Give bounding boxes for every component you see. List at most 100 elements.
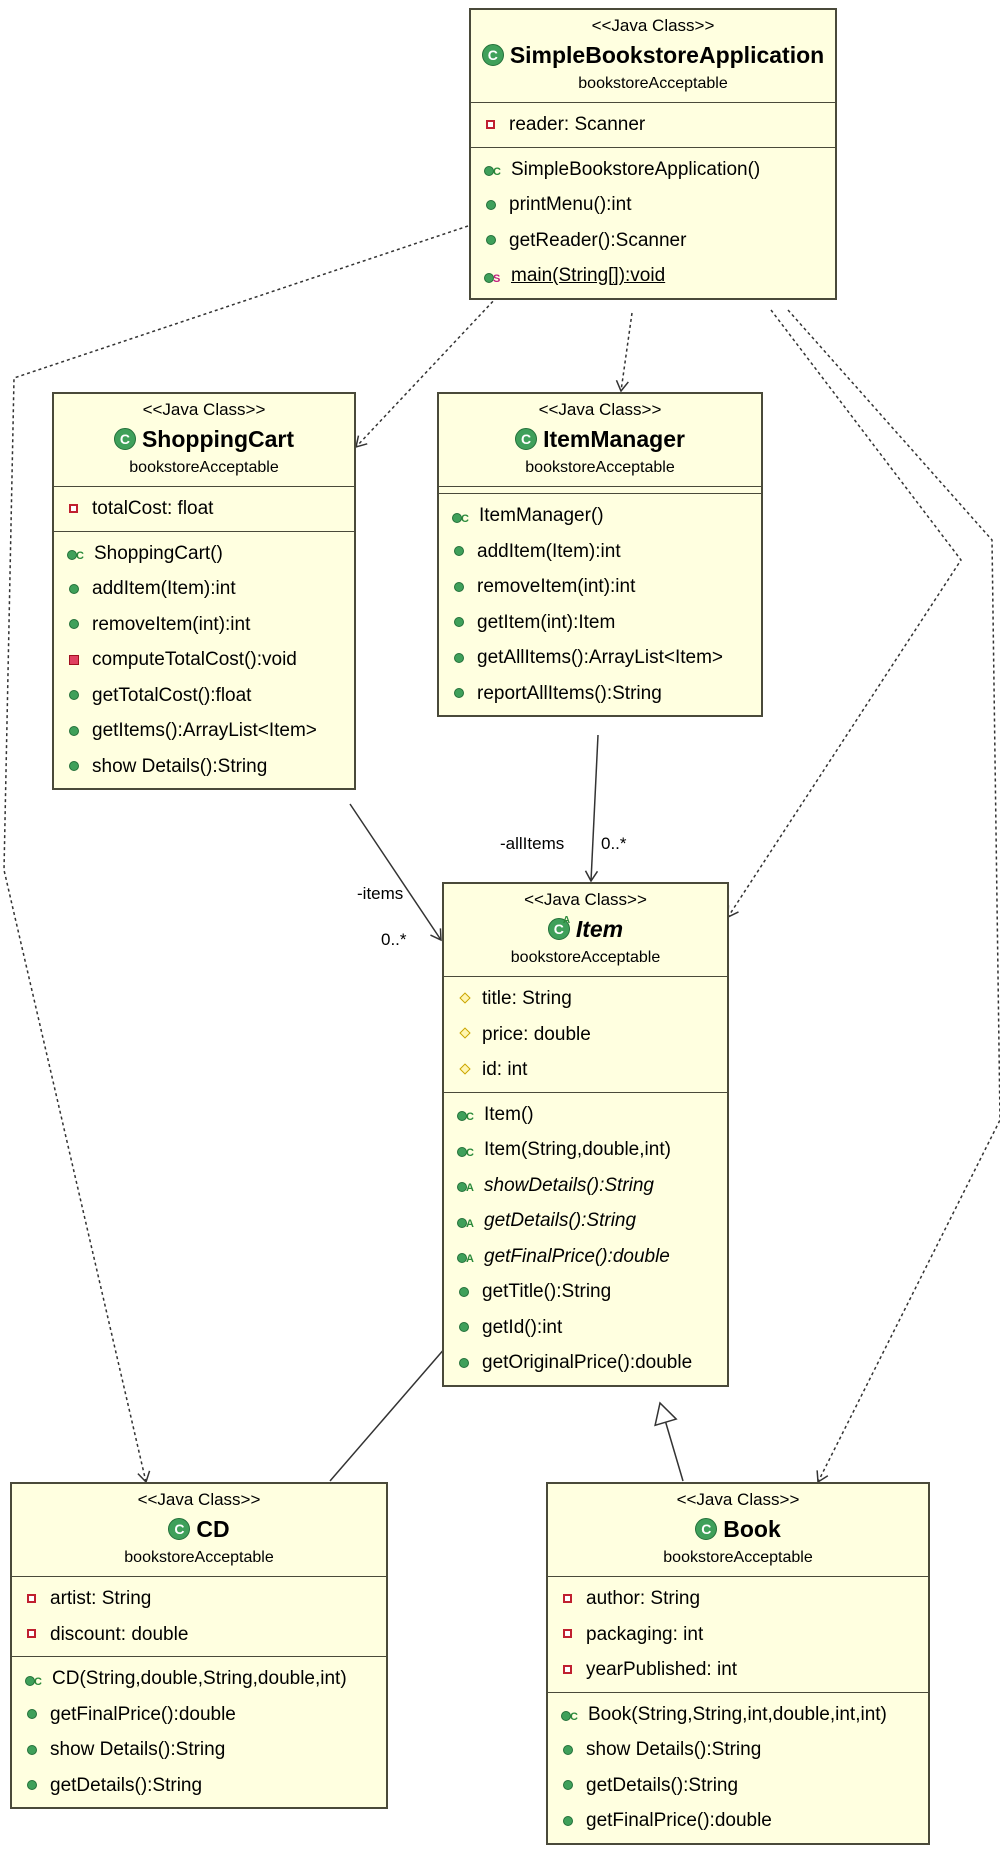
fields-section: author: String packaging: int yearPublis… [548, 1577, 928, 1693]
method-row: getFinalPrice():double [444, 1239, 727, 1278]
dependency-app-to-manager [615, 312, 633, 393]
fields-section [439, 487, 761, 494]
generalization-book-to-item [654, 1401, 684, 1482]
association-cart-items [349, 803, 442, 942]
constructor-icon [560, 1700, 584, 1736]
private-field-icon [560, 1662, 582, 1678]
public-method-icon [560, 1813, 582, 1829]
constructor-icon [451, 502, 475, 537]
methods-section: Book(String,String,int,double,int,int) s… [548, 1693, 928, 1843]
abstract-method-icon [456, 1171, 480, 1207]
abstract-method-icon [456, 1207, 480, 1242]
allitems-multiplicity-label: 0..* [601, 834, 627, 853]
package-label: bookstoreAcceptable [525, 459, 675, 476]
class-icon: C [113, 428, 136, 450]
stereotype-label: <<Java Class>> [676, 1490, 800, 1509]
method-row: getId():int [444, 1310, 727, 1346]
methods-section: ShoppingCart() addItem(Item):int removeI… [54, 532, 354, 789]
protected-field-icon [456, 991, 478, 1007]
method-row: printMenu():int [471, 187, 835, 223]
field-row: yearPublished: int [548, 1652, 928, 1688]
public-method-icon [24, 1706, 46, 1722]
public-method-icon [24, 1777, 46, 1793]
static-method-icon [483, 262, 507, 297]
method-row: getOriginalPrice():double [444, 1345, 727, 1381]
methods-section: ItemManager() addItem(Item):int removeIt… [439, 494, 761, 715]
method-row: show Details():String [54, 749, 354, 785]
method-row: getFinalPrice():double [548, 1803, 928, 1839]
field-row: author: String [548, 1581, 928, 1617]
stereotype-label: <<Java Class>> [142, 400, 266, 419]
fields-section: title: String price: double id: int [444, 977, 727, 1093]
fields-section: reader: Scanner [471, 103, 835, 148]
method-row: ShoppingCart() [54, 536, 354, 575]
public-method-icon [24, 1742, 46, 1758]
method-row: show Details():String [12, 1732, 386, 1768]
class-icon: C [481, 44, 504, 66]
public-method-icon [451, 685, 473, 701]
method-row: getAllItems():ArrayList<Item> [439, 640, 761, 676]
method-row: getDetails():String [12, 1768, 386, 1804]
package-label: bookstoreAcceptable [663, 1549, 813, 1566]
package-label: bookstoreAcceptable [578, 75, 728, 92]
method-row: Item(String,double,int) [444, 1132, 727, 1171]
public-method-icon [451, 650, 473, 666]
items-role-label: -items [357, 884, 404, 903]
abstract-method-icon [456, 1242, 480, 1278]
stereotype-label: <<Java Class>> [538, 400, 662, 419]
methods-section: Item() Item(String,double,int) showDetai… [444, 1093, 727, 1385]
method-row: show Details():String [548, 1732, 928, 1768]
method-row: main(String[]):void [471, 258, 835, 297]
method-row: getTitle():String [444, 1274, 727, 1310]
method-row: getFinalPrice():double [12, 1697, 386, 1733]
package-label: bookstoreAcceptable [124, 1549, 274, 1566]
public-method-icon [451, 579, 473, 595]
public-method-icon [456, 1355, 478, 1371]
public-method-icon [560, 1742, 582, 1758]
private-field-icon [483, 117, 505, 133]
allitems-role-label: -allItems [500, 834, 565, 853]
public-method-icon [451, 543, 473, 559]
method-row: removeItem(int):int [439, 569, 761, 605]
fields-section: artist: String discount: double [12, 1577, 386, 1657]
association-manager-allitems [584, 734, 599, 883]
dependency-app-to-cart [355, 296, 498, 449]
private-method-icon [66, 652, 88, 668]
items-multiplicity-label: 0..* [381, 930, 407, 949]
private-field-icon [560, 1591, 582, 1607]
field-row: title: String [444, 981, 727, 1017]
public-method-icon [456, 1284, 478, 1300]
field-row: artist: String [12, 1581, 386, 1617]
class-icon: C [515, 428, 538, 450]
method-row: removeItem(int):int [54, 607, 354, 643]
private-field-icon [24, 1626, 46, 1642]
public-method-icon [456, 1319, 478, 1335]
method-row: getDetails():String [548, 1768, 928, 1804]
field-row: packaging: int [548, 1617, 928, 1653]
public-method-icon [66, 687, 88, 703]
public-method-icon [483, 232, 505, 248]
field-row: totalCost: float [54, 491, 354, 527]
constructor-icon [483, 155, 507, 191]
constructor-icon [24, 1665, 48, 1700]
dependency-app-to-cd [3, 225, 469, 1484]
class-icon: C [168, 1518, 191, 1540]
method-row: getItem(int):Item [439, 605, 761, 641]
method-row: getItems():ArrayList<Item> [54, 713, 354, 749]
class-icon: C [695, 1518, 718, 1540]
